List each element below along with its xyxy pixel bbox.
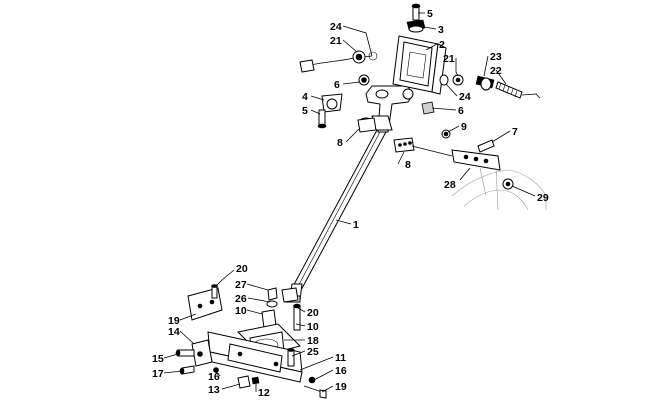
callout-22: 22 xyxy=(490,65,502,77)
callout-4: 4 xyxy=(302,91,308,103)
callout-10-left: 10 xyxy=(235,305,247,317)
callout-20-right: 20 xyxy=(307,307,319,319)
callout-15: 15 xyxy=(152,353,164,365)
callout-19-top: 19 xyxy=(168,315,180,327)
callout-18: 18 xyxy=(307,335,319,347)
callout-28: 28 xyxy=(444,179,456,191)
callout-21-right: 21 xyxy=(443,53,455,65)
callout-6-right: 6 xyxy=(458,105,464,117)
callout-7: 7 xyxy=(512,126,518,138)
callout-16-right: 16 xyxy=(335,365,347,377)
callout-29: 29 xyxy=(537,192,549,204)
callout-6-left: 6 xyxy=(334,79,340,91)
callout-19-bottom: 19 xyxy=(335,381,347,393)
callout-labels: 5 3 24 2 21 21 23 22 24 6 4 5 6 9 7 8 8 … xyxy=(152,8,549,399)
callout-24-left: 24 xyxy=(330,21,342,33)
steering-post-shaft xyxy=(285,129,388,303)
callout-17: 17 xyxy=(152,368,164,380)
callout-9: 9 xyxy=(461,121,467,133)
callout-27: 27 xyxy=(235,279,247,291)
callout-11: 11 xyxy=(335,352,346,364)
callout-13: 13 xyxy=(208,384,220,396)
callout-20-top: 20 xyxy=(236,263,248,275)
callout-8-left: 8 xyxy=(337,137,343,149)
callout-1: 1 xyxy=(353,219,359,231)
callout-3: 3 xyxy=(438,24,444,36)
callout-2: 2 xyxy=(439,39,445,51)
callout-5-top: 5 xyxy=(427,8,433,20)
bearings xyxy=(357,117,415,153)
steering-arm xyxy=(411,129,547,211)
throttle-parts xyxy=(439,74,541,99)
top-cap-and-screw xyxy=(406,3,426,33)
callout-12: 12 xyxy=(258,387,270,399)
callout-16-left: 16 xyxy=(208,371,220,383)
callout-25: 25 xyxy=(307,346,319,358)
callout-8-right: 8 xyxy=(405,159,411,171)
bushings xyxy=(358,74,435,115)
lower-assembly xyxy=(175,284,327,399)
callout-26: 26 xyxy=(235,293,247,305)
callout-21-left: 21 xyxy=(330,35,342,47)
brake-lever-and-cable xyxy=(299,50,378,73)
callout-24-right: 24 xyxy=(459,91,471,103)
callout-23: 23 xyxy=(490,51,502,63)
callout-5-left: 5 xyxy=(302,105,308,117)
callout-14: 14 xyxy=(168,326,180,338)
leader-lines xyxy=(163,12,536,393)
callout-10-right: 10 xyxy=(307,321,319,333)
clamp-and-screw xyxy=(317,93,343,129)
